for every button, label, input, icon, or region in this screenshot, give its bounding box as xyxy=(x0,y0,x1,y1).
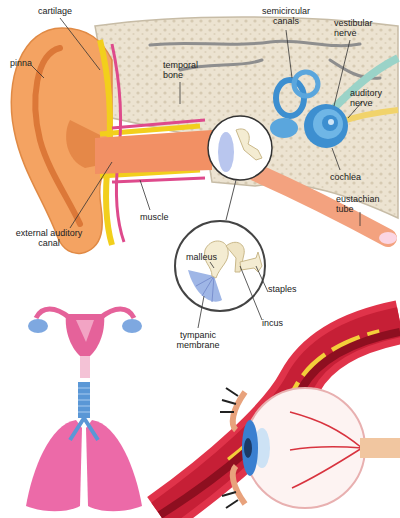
cervix xyxy=(80,356,90,378)
uterus xyxy=(66,314,105,356)
artery-inner xyxy=(160,322,400,515)
vestibule xyxy=(270,118,298,138)
eustachian-tube xyxy=(255,172,388,238)
inset-connector xyxy=(226,180,236,220)
stapes xyxy=(240,252,262,272)
tube-opening xyxy=(379,232,397,244)
part-label: auditory nerve xyxy=(350,88,398,108)
vestibular-nerve xyxy=(330,58,398,112)
iris xyxy=(242,420,258,476)
bronchi xyxy=(70,418,98,440)
part-label: temporal bone xyxy=(163,60,211,80)
artery-lumen xyxy=(160,332,400,515)
trachea xyxy=(78,382,90,418)
part-label: semicircular canals xyxy=(250,6,322,26)
part-label: cochlea xyxy=(330,172,380,182)
ovary xyxy=(122,319,142,333)
part-label: eustachian tube xyxy=(336,194,398,214)
cochlea xyxy=(313,109,343,139)
middle-ear-circle xyxy=(208,116,272,180)
part-label: external auditory canal xyxy=(14,228,84,248)
ossicles xyxy=(236,129,262,160)
concha xyxy=(66,120,100,168)
leader-line xyxy=(32,18,362,328)
ossicle-inset xyxy=(175,221,265,311)
part-label: muscle xyxy=(140,212,190,222)
part-label: staples xyxy=(268,284,308,294)
eyelid xyxy=(233,392,245,504)
part-label: malleus xyxy=(186,252,226,262)
cochlea xyxy=(304,104,348,148)
optic-nerve xyxy=(360,438,400,458)
uterus-cavity xyxy=(76,320,94,342)
auditory-nerve xyxy=(340,110,398,122)
artery-wall xyxy=(160,322,400,515)
ovary xyxy=(28,319,48,333)
part-label: vestibular nerve xyxy=(334,18,394,38)
part-label: cartilage xyxy=(38,6,98,16)
eyeball xyxy=(245,388,365,508)
ear-canal xyxy=(95,130,212,174)
eyelashes xyxy=(220,388,238,508)
trachea-rings xyxy=(78,388,90,412)
eardrum xyxy=(218,132,234,172)
semicircular-canal xyxy=(276,80,304,116)
retina-vessels xyxy=(290,412,362,488)
pupil xyxy=(244,438,252,458)
part-label: pinna xyxy=(10,58,50,68)
part-label: tympanic membrane xyxy=(166,330,230,350)
part-label: incus xyxy=(262,318,302,328)
semicircular-canal xyxy=(294,72,318,96)
cochlea xyxy=(328,119,334,125)
temporal-bone xyxy=(95,17,398,218)
cochlea xyxy=(322,115,338,131)
membrane-lines xyxy=(196,276,214,302)
